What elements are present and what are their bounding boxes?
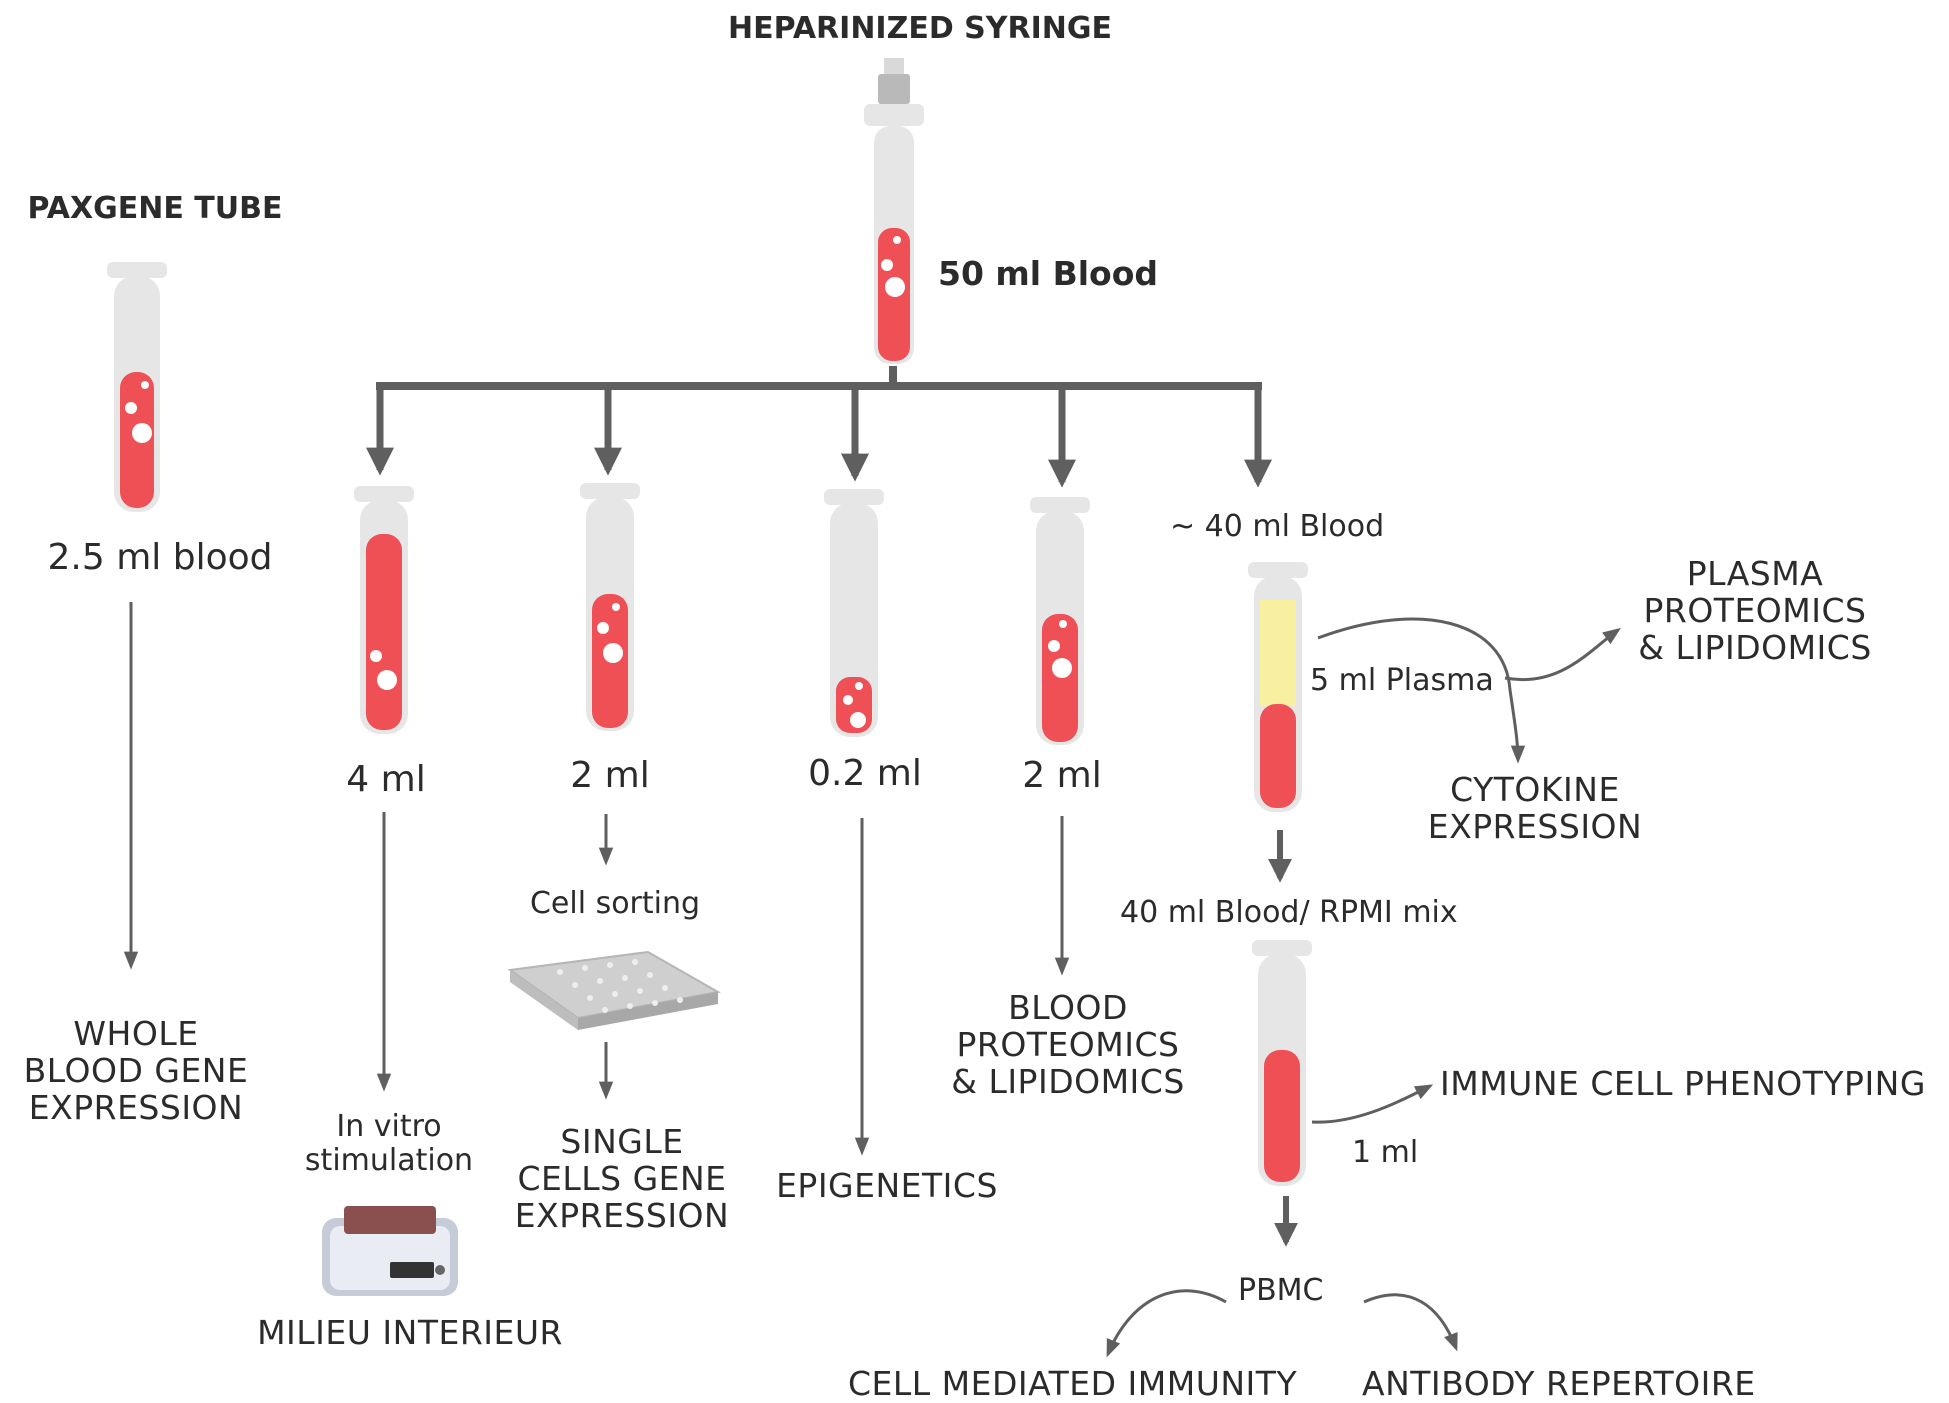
syringe-title: HEPARINIZED SYRINGE xyxy=(728,11,1112,46)
tube-2ml-cell-sorting-icon xyxy=(580,483,640,731)
cell-mediated-immunity-label: CELL MEDIATED IMMUNITY xyxy=(848,1364,1298,1403)
paxgene-volume: 2.5 ml blood xyxy=(47,537,273,578)
curved-arrows xyxy=(1106,617,1621,1358)
incubator-icon xyxy=(322,1206,458,1296)
rpmi-mix-label: 40 ml Blood/ RPMI mix xyxy=(1120,895,1458,930)
flow-arrows xyxy=(123,602,1070,1156)
tube-0-2ml-icon xyxy=(824,489,884,737)
phenotyping-volume: 1 ml xyxy=(1352,1135,1419,1170)
in-vitro-step: In vitro stimulation xyxy=(304,1109,474,1178)
cell-sorting-step: Cell sorting xyxy=(529,886,701,921)
main-tube-volume: ~ 40 ml Blood xyxy=(1170,509,1385,544)
antibody-repertoire-label: ANTIBODY REPERTOIRE xyxy=(1362,1364,1756,1403)
in-vitro-volume: 4 ml xyxy=(346,759,426,800)
syringe-icon xyxy=(864,58,924,364)
branch-arrows xyxy=(366,386,1272,488)
syringe-volume: 50 ml Blood xyxy=(938,254,1159,293)
blood-proteomics-volume: 2 ml xyxy=(1022,755,1102,796)
blood-proteomics-label: BLOOD PROTEOMICS & LIPIDOMICS xyxy=(951,988,1185,1101)
plasma-volume: 5 ml Plasma xyxy=(1310,663,1494,698)
tube-4ml-icon xyxy=(354,486,414,734)
epigenetics-volume: 0.2 ml xyxy=(808,753,922,794)
pbmc-label: PBMC xyxy=(1238,1273,1324,1308)
single-cell-volume: 2 ml xyxy=(570,755,650,796)
tube-40ml-plasma-icon xyxy=(1248,562,1308,812)
immune-phenotyping-label: IMMUNE CELL PHENOTYPING xyxy=(1440,1064,1926,1103)
well-plate-icon xyxy=(507,950,721,1030)
whole-blood-gene-expression-label: WHOLE BLOOD GENE EXPRESSION xyxy=(23,1014,249,1127)
cytokine-expression-label: CYTOKINE EXPRESSION xyxy=(1427,770,1643,846)
single-cell-gene-expression-label: SINGLE CELLS GENE EXPRESSION xyxy=(514,1122,730,1235)
tube-rpmi-mix-icon xyxy=(1252,940,1312,1186)
epigenetics-label: EPIGENETICS xyxy=(776,1166,998,1205)
tube-2ml-proteomics-icon xyxy=(1030,497,1090,745)
paxgene-tube-icon xyxy=(107,262,167,512)
milieu-interieur-label: MILIEU INTERIEUR xyxy=(257,1313,563,1352)
branch-connector xyxy=(376,366,1262,390)
paxgene-title: PAXGENE TUBE xyxy=(27,191,283,226)
main-flow-arrows xyxy=(1268,830,1298,1247)
plasma-proteomics-label: PLASMA PROTEOMICS & LIPIDOMICS xyxy=(1638,554,1872,667)
